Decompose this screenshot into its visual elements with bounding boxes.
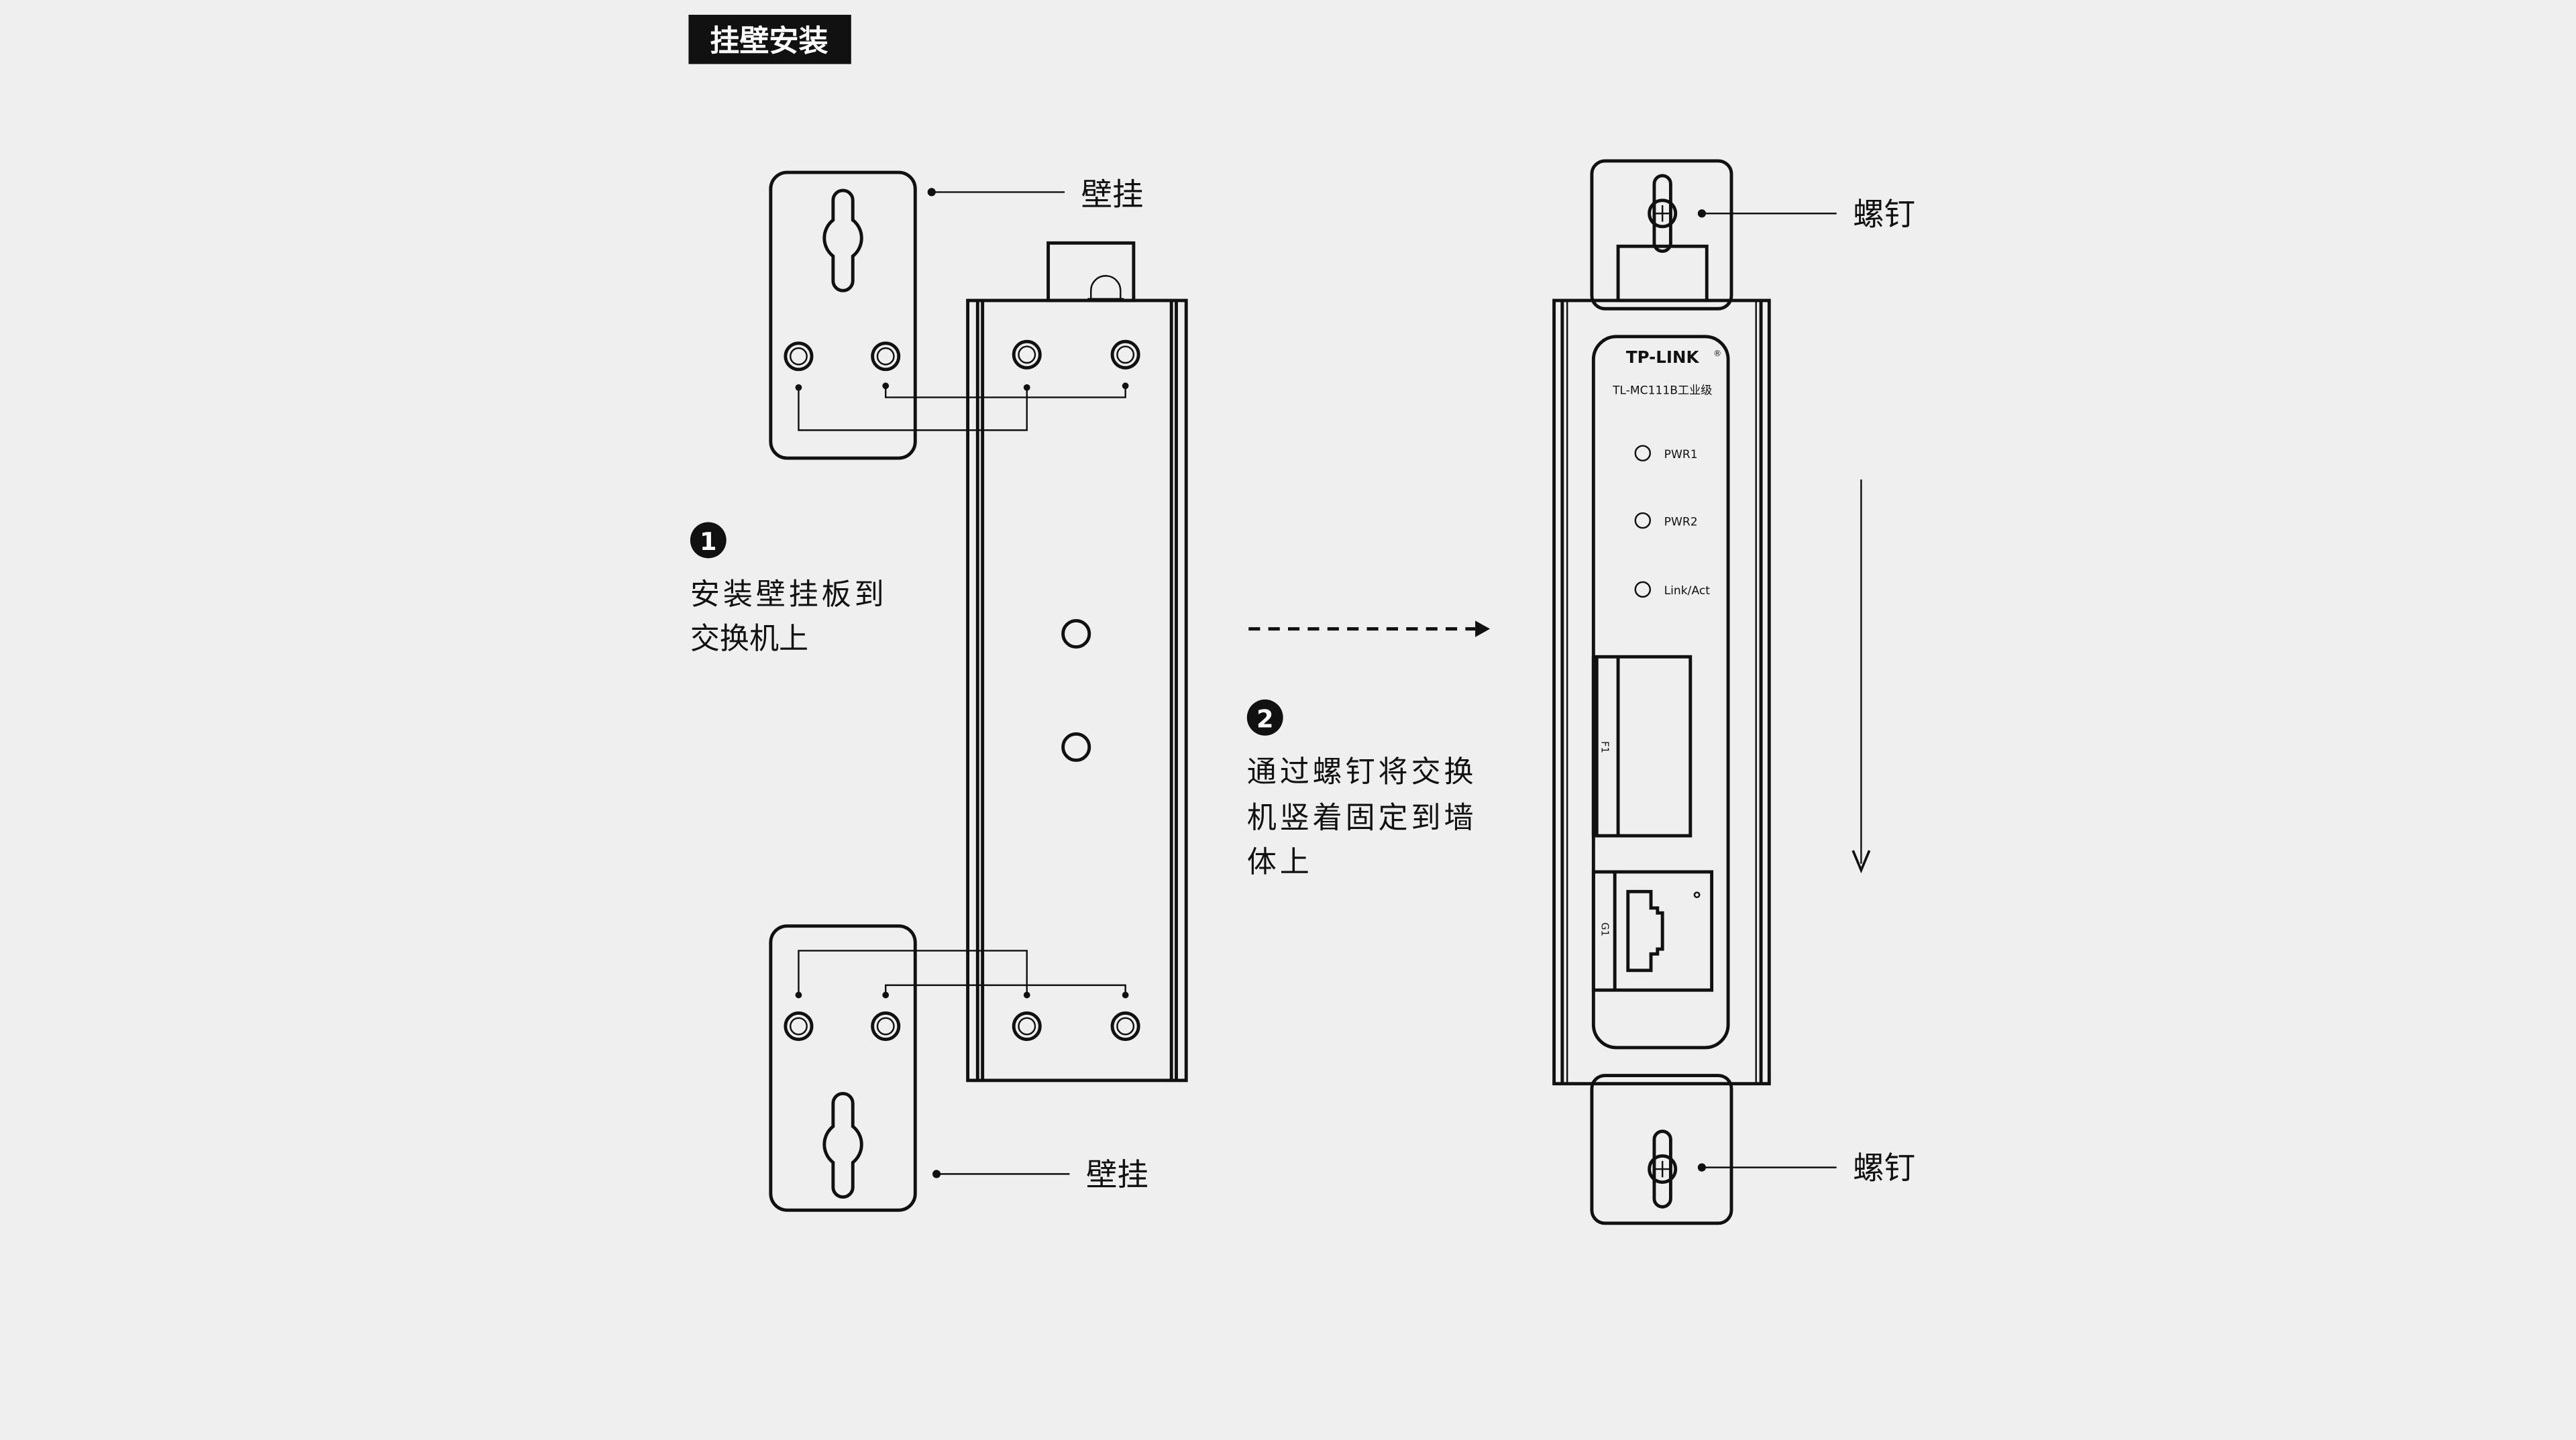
wall-bracket-top xyxy=(769,170,917,460)
bracket-label-top: 壁挂 xyxy=(927,176,1144,213)
page-title: 挂壁安装 xyxy=(710,24,828,58)
svg-text:®: ® xyxy=(1713,349,1721,358)
rj45-jack-icon xyxy=(1626,889,1664,973)
screw-label-top: 螺钉 xyxy=(1697,196,1915,232)
model-label: TL-MC111B工业级 xyxy=(1612,384,1712,398)
keyhole-icon xyxy=(822,1092,863,1199)
step-2: 2 通过螺钉将交换 机竖着固定到墙 体上 xyxy=(1246,699,1477,879)
svg-text:G1: G1 xyxy=(1599,922,1611,936)
step-1: 1 安装壁挂板到 交换机上 xyxy=(690,522,888,656)
bracket-label-bottom: 壁挂 xyxy=(932,1157,1148,1193)
title-badge: 挂壁安装 xyxy=(688,15,851,64)
svg-text:螺钉: 螺钉 xyxy=(1853,1150,1915,1186)
led-pwr2 xyxy=(1634,512,1652,529)
wall-bracket-bottom xyxy=(769,924,917,1212)
svg-text:安装壁挂板到: 安装壁挂板到 xyxy=(690,577,888,612)
brand-logo: TP-LINK xyxy=(1626,347,1700,367)
svg-text:2: 2 xyxy=(1256,705,1274,734)
alignment-lines xyxy=(795,382,1129,999)
led-link-act xyxy=(1634,581,1652,598)
screw-slot-top xyxy=(1652,174,1672,253)
svg-text:通过螺钉将交换: 通过螺钉将交换 xyxy=(1247,755,1477,789)
svg-text:PWR2: PWR2 xyxy=(1664,515,1698,529)
dashed-arrow xyxy=(1248,620,1491,637)
svg-text:交换机上: 交换机上 xyxy=(690,622,808,656)
svg-text:壁挂: 壁挂 xyxy=(1081,176,1144,213)
svg-text:螺钉: 螺钉 xyxy=(1853,196,1915,232)
svg-text:体上: 体上 xyxy=(1247,845,1313,879)
svg-text:壁挂: 壁挂 xyxy=(1086,1157,1148,1193)
screw-slot-bottom xyxy=(1652,1129,1672,1209)
switch-front-view: TP-LINK ® TL-MC111B工业级 PWR1 PWR2 Link/Ac… xyxy=(1552,159,1771,1225)
screw-label-bottom: 螺钉 xyxy=(1697,1150,1915,1186)
svg-text:F1: F1 xyxy=(1599,741,1611,753)
keyhole-icon xyxy=(822,188,863,292)
down-arrow-icon xyxy=(1851,479,1871,874)
switch-back-view xyxy=(966,241,1188,1083)
svg-text:1: 1 xyxy=(700,527,717,556)
svg-text:PWR1: PWR1 xyxy=(1664,448,1698,461)
led-pwr1 xyxy=(1634,445,1652,461)
screw-icon xyxy=(1648,199,1678,229)
screw-icon xyxy=(1648,1154,1678,1184)
svg-text:Link/Act: Link/Act xyxy=(1664,584,1711,598)
fiber-port-f1: F1 xyxy=(1591,655,1693,838)
ethernet-port-g1: G1 xyxy=(1591,870,1714,992)
svg-text:机竖着固定到墙: 机竖着固定到墙 xyxy=(1247,801,1477,835)
